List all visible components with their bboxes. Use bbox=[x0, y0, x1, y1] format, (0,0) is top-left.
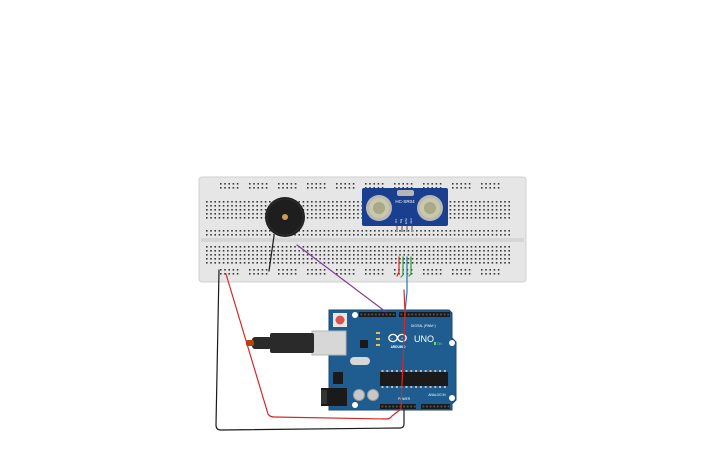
sensor-pins bbox=[396, 226, 413, 232]
on-led-label: ON bbox=[437, 342, 442, 346]
header-sockets bbox=[360, 313, 450, 408]
buzzer-ground-wire[interactable] bbox=[268, 235, 275, 272]
svg-text:+: + bbox=[401, 336, 404, 341]
arduino-uno[interactable]: DIGITAL (PWM~) POWER ANALOG IN − + UNO A… bbox=[311, 309, 457, 411]
piezo-buzzer[interactable] bbox=[265, 197, 305, 237]
microcontroller-pins bbox=[381, 370, 446, 388]
digital-header-label: DIGITAL (PWM~) bbox=[411, 324, 436, 328]
sensor-trig-wire[interactable] bbox=[400, 256, 404, 278]
sensor-echo-wire[interactable] bbox=[404, 256, 408, 313]
wires bbox=[215, 235, 412, 431]
breadboard-center-channel bbox=[201, 238, 524, 242]
analog-header-label: ANALOG IN bbox=[428, 393, 446, 397]
power-jack-tip bbox=[321, 390, 327, 404]
usb-port bbox=[311, 330, 347, 356]
usb-interface-chip bbox=[360, 340, 368, 348]
buzzer-rim bbox=[266, 198, 304, 236]
capacitor-2 bbox=[367, 389, 379, 401]
buzzer-center bbox=[282, 214, 288, 220]
sensor-transducer-left bbox=[366, 195, 392, 221]
analog-header bbox=[421, 404, 450, 409]
power-header bbox=[380, 404, 416, 409]
sensor-crystal bbox=[397, 190, 414, 196]
sensor-model-label: HC-SR04 bbox=[395, 199, 415, 204]
capacitor-1 bbox=[353, 389, 365, 401]
on-led bbox=[434, 342, 436, 345]
sensor-vcc-wire[interactable] bbox=[396, 256, 400, 277]
microcontroller-chip bbox=[380, 372, 448, 386]
arduino-model-label: UNO bbox=[414, 334, 434, 344]
digital-header-1 bbox=[359, 312, 396, 317]
reset-button[interactable] bbox=[335, 315, 345, 325]
sensor-transducer-right bbox=[417, 195, 443, 221]
ultrasonic-sensor[interactable]: HC-SR04 Vcc Trig Echo Gnd bbox=[362, 188, 448, 232]
arduino-mounting-holes bbox=[352, 312, 455, 408]
ground-wire[interactable] bbox=[215, 269, 405, 431]
usb-cable[interactable] bbox=[246, 333, 314, 353]
usb-cable-end bbox=[246, 340, 254, 346]
power-jack bbox=[321, 388, 347, 406]
voltage-regulator bbox=[333, 372, 343, 384]
digital-header-2 bbox=[399, 312, 450, 317]
svg-text:−: − bbox=[391, 336, 394, 341]
power-5v-wire[interactable] bbox=[225, 273, 406, 420]
sensor-gnd-wire[interactable] bbox=[408, 256, 412, 277]
usb-cable-strain-relief bbox=[252, 337, 272, 349]
arduino-crystal bbox=[350, 357, 370, 365]
power-header-label: POWER bbox=[398, 397, 411, 401]
buzzer-signal-wire[interactable] bbox=[296, 244, 387, 313]
usb-cable-plug bbox=[270, 333, 314, 353]
arduino-brand-label: ARDUINO bbox=[391, 345, 406, 349]
arduino-logo: − + bbox=[388, 333, 407, 343]
sensor-pin-label-echo: Echo bbox=[404, 217, 408, 223]
sensor-pin-label-trig: Trig bbox=[399, 218, 403, 223]
sensor-pin-label-gnd: Gnd bbox=[409, 218, 413, 223]
status-leds bbox=[376, 332, 380, 346]
sensor-pin-label-vcc: Vcc bbox=[394, 218, 398, 223]
